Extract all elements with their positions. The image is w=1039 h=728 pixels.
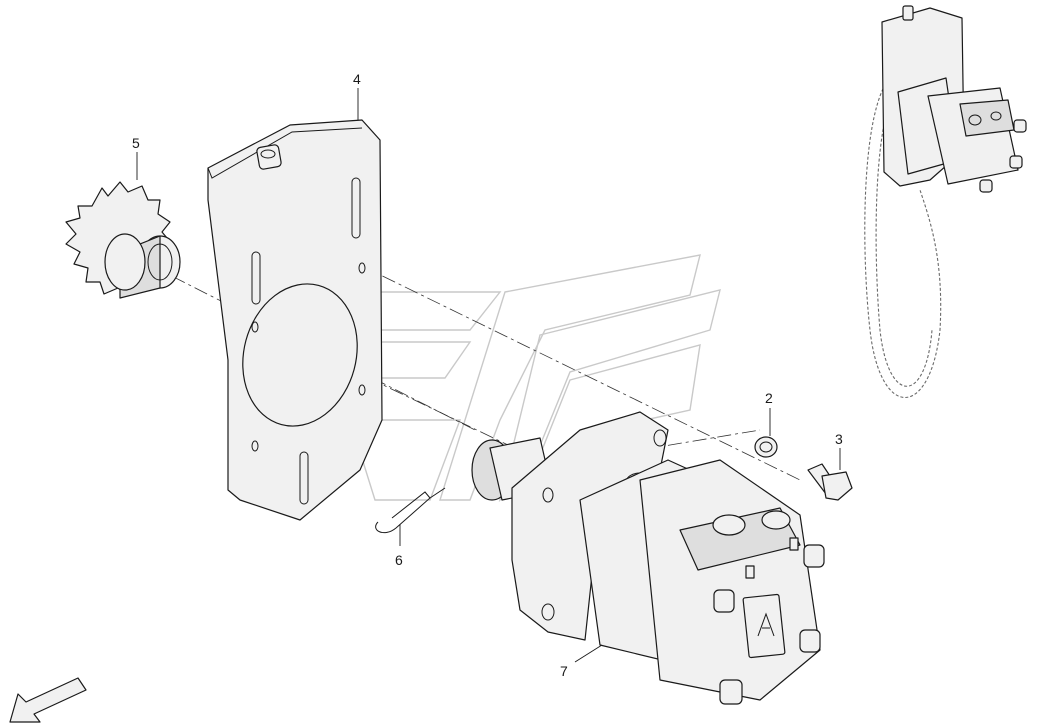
logo-plate-icon: [757, 612, 775, 637]
callout-3: 3: [835, 431, 843, 447]
washer-part-2[interactable]: [754, 436, 778, 458]
callout-6: 6: [395, 552, 403, 568]
arrow-down-left-icon: [9, 677, 87, 723]
bolt-part-3[interactable]: [807, 463, 853, 501]
callout-5: 5: [132, 135, 140, 151]
mounting-plate-part-4[interactable]: [207, 119, 383, 521]
leader-lines: [136, 88, 841, 663]
callout-4: 4: [353, 71, 361, 87]
sprocket-part-5[interactable]: [65, 181, 181, 299]
hydraulic-motor-part-7[interactable]: [471, 411, 825, 705]
callout-2: 2: [765, 390, 773, 406]
callout-7: 7: [560, 663, 568, 679]
assembled-view: [864, 5, 1027, 399]
cotter-pin-part-6[interactable]: [375, 487, 446, 534]
